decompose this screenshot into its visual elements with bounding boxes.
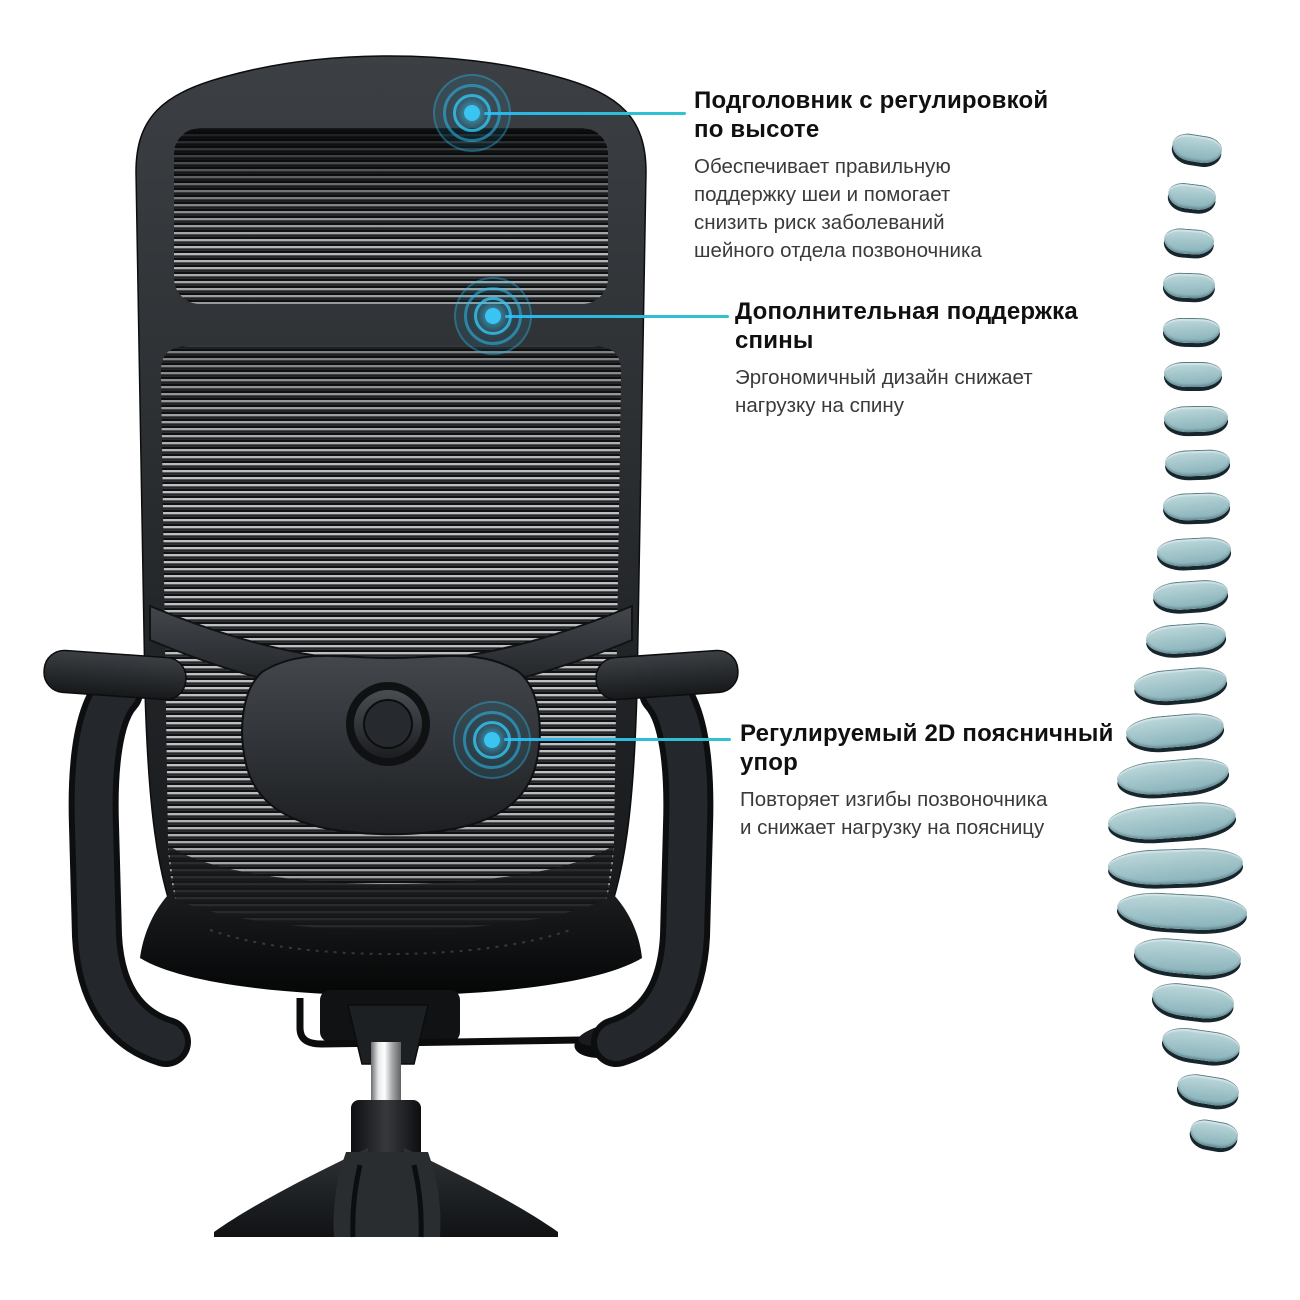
marker-ring [474, 297, 512, 335]
annotation-headrest: Подголовник с регулировкой по высоте Обе… [694, 86, 1048, 266]
marker-ring [485, 308, 501, 324]
headrest-connector-line [484, 112, 686, 115]
marker-ring [463, 711, 521, 769]
left-armrest-pad [43, 649, 187, 701]
marker-ring [443, 84, 501, 142]
back-support-connector-line [505, 315, 729, 318]
marker-ring [473, 721, 511, 759]
annotation-back-support: Дополнительная поддержка спины Эргономич… [735, 297, 1078, 420]
right-armrest [591, 649, 739, 1067]
annotation-lumbar-body: Повторяет изгибы позвоночника и снижает … [740, 787, 1048, 839]
vertebra-6 [1164, 362, 1222, 387]
vertebra-4 [1162, 272, 1216, 299]
marker-ring [453, 94, 491, 132]
gas-lift-chrome-cylinder [371, 1042, 401, 1104]
annotation-back-support-body: Эргономичный дизайн снижает нагрузку на … [735, 365, 1033, 417]
marker-ring [484, 732, 500, 748]
vertebra-5 [1162, 317, 1220, 344]
annotation-headrest-body: Обеспечивает правильную поддержку шеи и … [694, 154, 982, 263]
lumbar-connector-line [504, 738, 731, 741]
backrest-bottom-shade [168, 845, 614, 934]
right-armrest-pad [595, 649, 739, 701]
annotation-headrest-title: Подголовник с регулировкой по высоте [694, 87, 1049, 144]
marker-ring [464, 287, 522, 345]
chair-base [214, 1148, 558, 1238]
lumbar-knob [346, 682, 430, 766]
marker-ring [464, 105, 480, 121]
vertebra-7 [1163, 404, 1229, 433]
headrest-mesh [174, 128, 608, 304]
gas-lift [347, 1004, 429, 1174]
annotation-back-support-title: Дополнительная поддержка спины [735, 298, 1078, 355]
annotation-lumbar: Регулируемый 2D поясничный упор Повторяе… [740, 719, 1114, 842]
height-lever-wire [296, 998, 581, 1048]
seat-cushion [140, 895, 642, 996]
vertebra-8 [1164, 448, 1230, 477]
left-armrest [43, 649, 191, 1067]
annotation-lumbar-title: Регулируемый 2D поясничный упор [740, 720, 1114, 777]
